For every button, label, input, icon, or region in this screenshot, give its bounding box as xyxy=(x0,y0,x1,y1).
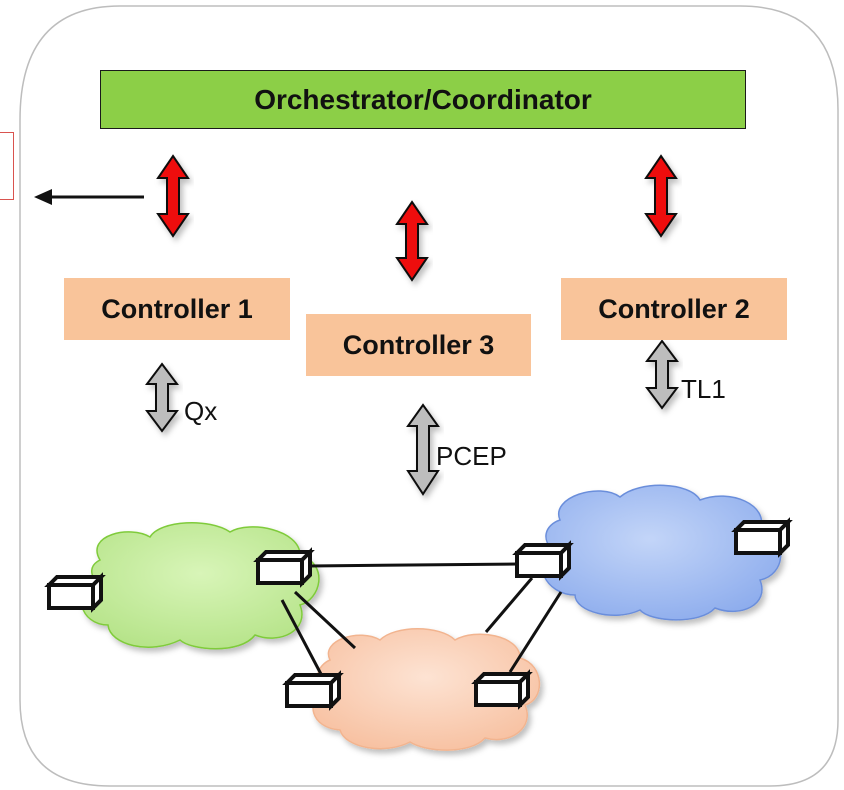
double-arrow-icon xyxy=(645,339,679,410)
protocol-label-tl1: TL1 xyxy=(681,374,726,404)
link xyxy=(508,591,563,673)
node-box-icon xyxy=(512,540,574,581)
cloud-domain-icon xyxy=(541,484,782,621)
protocol-label-qx: Qx xyxy=(184,396,218,426)
link xyxy=(280,599,324,677)
node-box-icon xyxy=(253,547,315,588)
double-arrow-icon xyxy=(145,362,179,433)
cloud-domain-icon xyxy=(81,522,320,650)
node-box-icon xyxy=(44,572,106,613)
cloud-domain-icon xyxy=(312,628,541,751)
controller-2-box: Controller 2 xyxy=(561,278,787,340)
controller-1-box: Controller 1 xyxy=(64,278,290,340)
left-arrow-icon xyxy=(34,189,144,205)
double-arrow-icon xyxy=(156,154,190,238)
controller-1-label: Controller 1 xyxy=(101,293,253,324)
node-box-icon xyxy=(282,670,344,711)
orchestrator-box: Orchestrator/Coordinator xyxy=(100,70,746,129)
node-box-icon xyxy=(731,517,793,558)
link xyxy=(293,590,357,650)
protocol-label-pcep: PCEP xyxy=(436,441,507,471)
link xyxy=(308,562,519,568)
double-arrow-icon xyxy=(395,200,429,282)
orchestrator-label: Orchestrator/Coordinator xyxy=(254,83,592,115)
outer-frame xyxy=(19,5,839,787)
double-arrow-icon xyxy=(406,403,440,496)
network-links xyxy=(280,562,563,677)
controller-3-label: Controller 3 xyxy=(342,329,495,360)
double-arrow-icon xyxy=(644,154,678,238)
side-callout-box xyxy=(0,132,14,200)
controller-3-box: Controller 3 xyxy=(306,314,531,376)
link xyxy=(484,577,534,633)
controller-2-label: Controller 2 xyxy=(598,293,750,324)
node-box-icon xyxy=(471,669,533,710)
